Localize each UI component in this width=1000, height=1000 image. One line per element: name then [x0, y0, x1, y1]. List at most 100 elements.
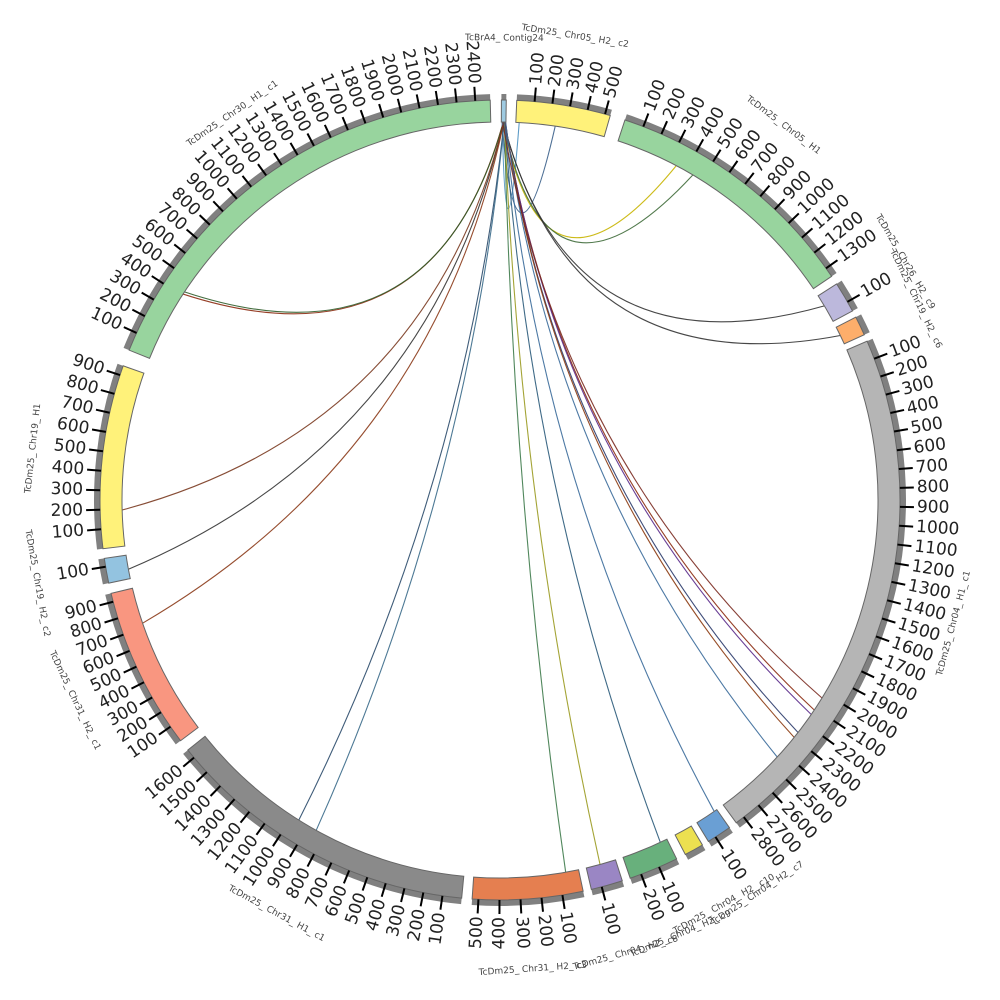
- major-tick: [123, 326, 137, 334]
- tick-label: 1100: [913, 537, 958, 562]
- major-tick: [198, 214, 211, 226]
- ideogram-block[interactable]: [515, 99, 611, 138]
- major-tick: [419, 892, 425, 907]
- segment-TcDm25_Chr05_H1[interactable]: 1002003004005006007008009001000110012001…: [617, 77, 881, 290]
- major-tick: [846, 294, 861, 303]
- major-tick: [289, 844, 298, 858]
- segment-label: TcDm25_ Chr19_ H1: [23, 403, 43, 495]
- segment-label: TcDm25_ Chr31_ H2_ c3: [477, 961, 587, 979]
- link-chord: [504, 122, 601, 865]
- tick-label: 200: [50, 500, 83, 521]
- ideogram-block[interactable]: [585, 859, 623, 891]
- ideogram-block[interactable]: [617, 119, 833, 290]
- ideogram-block[interactable]: [110, 587, 199, 742]
- major-tick: [359, 109, 367, 124]
- major-tick: [106, 369, 121, 377]
- major-tick: [88, 448, 104, 453]
- segment-TcDm25_Chr04_H1_c1[interactable]: 1002003004005006007008009001000110012001…: [722, 332, 973, 871]
- major-tick: [151, 275, 165, 285]
- link-chord: [504, 121, 661, 843]
- major-tick: [810, 750, 823, 761]
- major-tick: [99, 600, 114, 607]
- major-tick: [324, 862, 333, 876]
- major-tick: [886, 599, 902, 605]
- major-tick: [87, 528, 102, 532]
- ideogram-block[interactable]: [696, 808, 731, 843]
- major-tick: [898, 466, 913, 471]
- major-tick: [774, 198, 786, 211]
- major-tick: [678, 129, 687, 143]
- major-tick: [95, 408, 110, 414]
- major-tick: [640, 873, 648, 888]
- minor-tick-band: [123, 94, 491, 351]
- minor-tick-band: [685, 845, 706, 860]
- link-chord: [128, 121, 505, 570]
- link-chord: [504, 121, 715, 812]
- segment-TcDm25_Chr31_H1_c1[interactable]: 1002003004005006007008009001000110012001…: [141, 735, 465, 946]
- major-tick: [182, 756, 195, 768]
- major-tick: [896, 447, 911, 452]
- tick-label: 100: [596, 901, 624, 937]
- major-tick: [743, 816, 754, 829]
- major-tick: [273, 152, 283, 166]
- ideogram-block[interactable]: [471, 869, 584, 901]
- major-tick: [272, 833, 282, 847]
- major-tick: [400, 888, 406, 903]
- ideogram-block[interactable]: [187, 735, 465, 899]
- tick-label: 100: [51, 521, 85, 543]
- ideogram-block[interactable]: [835, 316, 865, 345]
- tick-label: 2300: [440, 41, 465, 86]
- major-tick: [224, 798, 236, 811]
- segment-TcBrA4_Contig24[interactable]: TcBrA4_ Contig24: [464, 33, 544, 123]
- major-tick: [852, 687, 866, 696]
- major-tick: [658, 866, 666, 881]
- ideogram-block[interactable]: [817, 283, 854, 323]
- major-tick: [843, 703, 857, 713]
- major-tick: [894, 562, 909, 567]
- link-chord: [502, 121, 841, 345]
- major-tick: [158, 725, 172, 736]
- minor-tick-band: [105, 593, 181, 745]
- major-tick: [551, 89, 556, 104]
- major-tick: [454, 88, 458, 103]
- ideogram-block[interactable]: [674, 825, 704, 856]
- major-tick: [342, 870, 351, 884]
- major-tick: [785, 778, 797, 790]
- major-tick: [162, 259, 175, 269]
- ideogram-block[interactable]: [722, 340, 901, 824]
- ideogram-block[interactable]: [500, 99, 507, 123]
- major-tick: [323, 124, 332, 138]
- major-tick: [561, 894, 566, 910]
- major-tick: [209, 785, 222, 797]
- ideogram-block[interactable]: [99, 365, 145, 550]
- major-tick: [788, 212, 800, 224]
- major-tick: [116, 649, 130, 658]
- tick-label: 400: [51, 457, 85, 479]
- major-tick: [875, 635, 890, 643]
- major-tick: [378, 103, 385, 118]
- major-tick: [415, 94, 421, 109]
- major-tick: [868, 653, 883, 661]
- major-tick: [123, 665, 137, 674]
- segment-TcDm25_Chr30_H1_c1[interactable]: 1002003004005006007008009001000110012001…: [87, 40, 492, 360]
- links-layer: [121, 121, 841, 873]
- major-tick: [893, 428, 909, 433]
- minor-tick-band: [98, 558, 109, 585]
- ideogram-block[interactable]: [622, 838, 678, 879]
- major-tick: [141, 291, 155, 301]
- major-tick: [289, 142, 299, 156]
- major-tick: [173, 243, 186, 254]
- ideogram-block[interactable]: [128, 99, 492, 360]
- major-tick: [439, 895, 444, 910]
- major-tick: [600, 886, 607, 901]
- link-chord: [505, 121, 778, 758]
- major-tick: [899, 524, 914, 528]
- ideogram-block[interactable]: [103, 554, 131, 584]
- major-tick: [712, 149, 722, 163]
- link-chord: [184, 121, 505, 313]
- major-tick: [885, 389, 900, 396]
